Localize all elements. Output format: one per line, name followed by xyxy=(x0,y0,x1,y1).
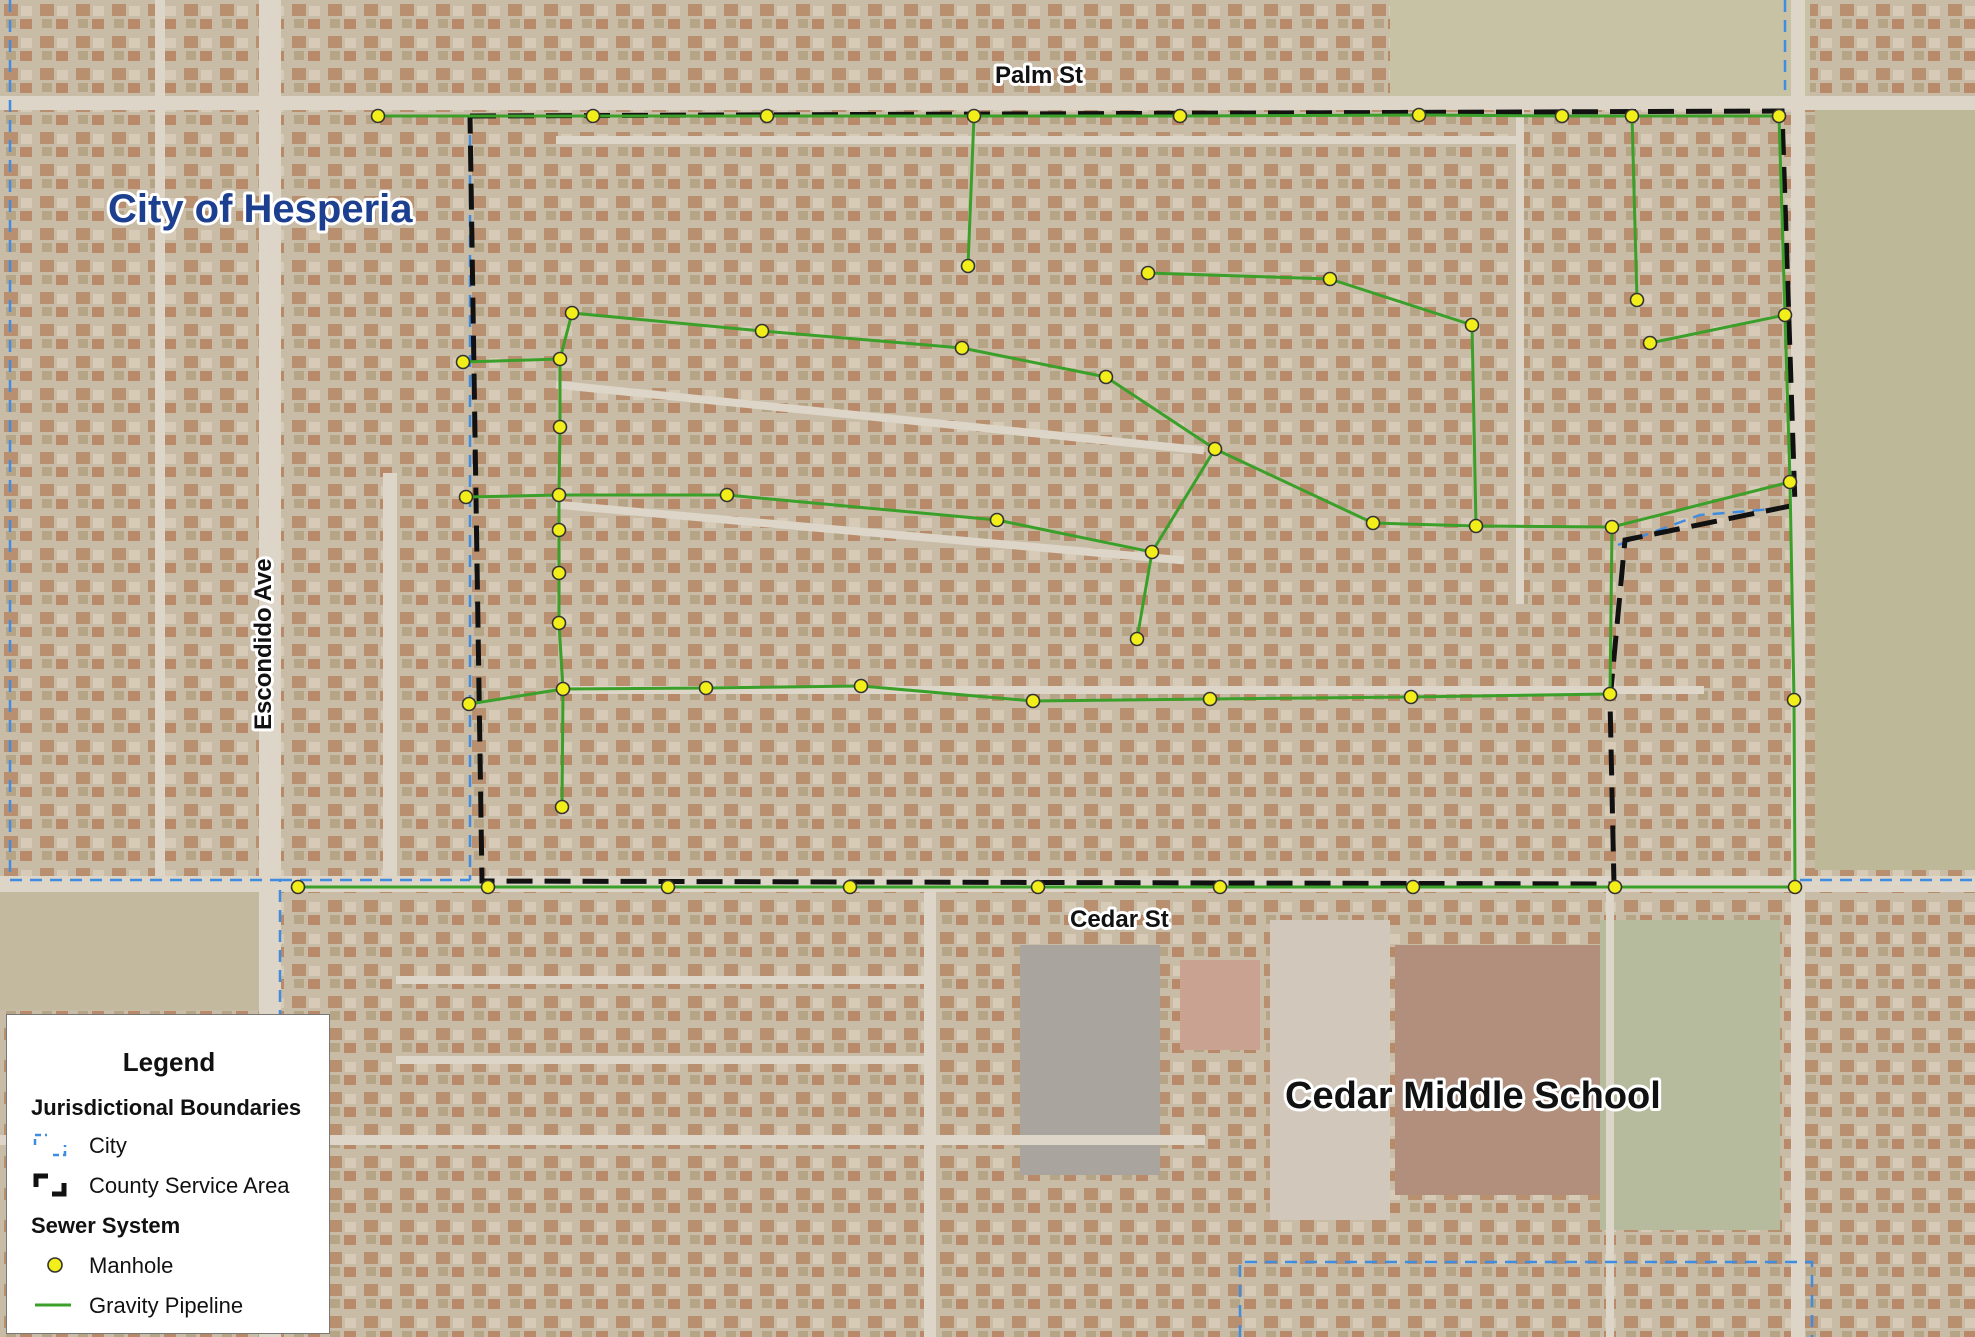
manhole-marker[interactable] xyxy=(1464,317,1480,333)
manhole-marker[interactable] xyxy=(551,487,567,503)
school-field xyxy=(1600,920,1780,1230)
manhole-marker[interactable] xyxy=(551,615,567,631)
pipeline-north-spur-2 xyxy=(1630,115,1639,301)
legend-section-boundaries: Jurisdictional Boundaries xyxy=(31,1095,302,1120)
manhole-marker[interactable] xyxy=(1403,689,1419,705)
manhole-marker[interactable] xyxy=(1129,631,1145,647)
manhole-marker[interactable] xyxy=(698,680,714,696)
manhole-marker[interactable] xyxy=(458,489,474,505)
manhole-marker[interactable] xyxy=(1786,692,1802,708)
manhole-marker[interactable] xyxy=(1629,292,1645,308)
pipeline-north-spur-1 xyxy=(966,115,976,267)
blue-dashed-corner-icon xyxy=(33,1133,67,1157)
manhole-marker[interactable] xyxy=(966,108,982,124)
manhole-marker[interactable] xyxy=(551,522,567,538)
manholes xyxy=(290,107,1803,895)
manhole-marker[interactable] xyxy=(1212,879,1228,895)
manhole-marker[interactable] xyxy=(1030,879,1046,895)
pipeline-west-spur-1 xyxy=(462,357,561,364)
desert-lot-north xyxy=(1390,0,1810,100)
school-buildings xyxy=(1395,945,1600,1195)
manhole-marker[interactable] xyxy=(1607,879,1623,895)
manhole-marker[interactable] xyxy=(480,879,496,895)
green-line-icon xyxy=(35,1303,71,1307)
manhole-marker[interactable] xyxy=(660,879,676,895)
city-label: City of Hesperia xyxy=(108,187,413,231)
manhole-marker[interactable] xyxy=(719,487,735,503)
manhole-marker[interactable] xyxy=(1144,544,1160,560)
manhole-marker[interactable] xyxy=(552,419,568,435)
manhole-marker[interactable] xyxy=(989,512,1005,528)
manhole-marker[interactable] xyxy=(960,258,976,274)
manhole-marker[interactable] xyxy=(1322,271,1338,287)
manhole-marker[interactable] xyxy=(1140,265,1156,281)
pipeline-inner-loop xyxy=(1147,271,1478,527)
escondido-ave-label: Escondido Ave xyxy=(250,558,277,730)
manhole-marker[interactable] xyxy=(1624,108,1640,124)
black-dashed-corner-icon xyxy=(33,1173,67,1197)
desert-lot-east xyxy=(1815,100,1975,870)
manhole-marker[interactable] xyxy=(754,323,770,339)
manhole-marker[interactable] xyxy=(461,696,477,712)
manhole-marker[interactable] xyxy=(1554,108,1570,124)
manhole-marker[interactable] xyxy=(564,305,580,321)
manhole-marker[interactable] xyxy=(1787,879,1803,895)
legend-title: Legend xyxy=(122,1047,216,1077)
legend-city-label: City xyxy=(89,1133,127,1158)
legend-gravity-pipeline-label: Gravity Pipeline xyxy=(89,1293,244,1318)
manhole-marker[interactable] xyxy=(551,565,567,581)
manhole-marker[interactable] xyxy=(1771,108,1787,124)
manhole-marker[interactable] xyxy=(1207,441,1223,457)
legend-county-service-area-label: County Service Area xyxy=(89,1173,290,1198)
manhole-marker[interactable] xyxy=(555,681,571,697)
manhole-marker[interactable] xyxy=(1777,307,1793,323)
pipeline-east-spur xyxy=(1649,313,1786,345)
manhole-marker[interactable] xyxy=(455,354,471,370)
school-label: Cedar Middle School xyxy=(1285,1075,1661,1117)
gravity-pipelines xyxy=(298,113,1797,889)
manhole-marker[interactable] xyxy=(1202,691,1218,707)
manhole-marker[interactable] xyxy=(1365,515,1381,531)
cedar-st-label: Cedar St xyxy=(1070,906,1169,933)
manhole-marker[interactable] xyxy=(1602,686,1618,702)
legend-manhole-label: Manhole xyxy=(89,1253,174,1278)
manhole-marker[interactable] xyxy=(954,340,970,356)
manhole-marker[interactable] xyxy=(552,351,568,367)
manhole-marker[interactable] xyxy=(1405,879,1421,895)
legend-section-sewer: Sewer System xyxy=(31,1213,181,1238)
desert-lot-west xyxy=(0,880,270,1010)
manhole-marker[interactable] xyxy=(1468,518,1484,534)
manhole-marker[interactable] xyxy=(1604,519,1620,535)
manhole-marker[interactable] xyxy=(585,108,601,124)
manhole-marker[interactable] xyxy=(1098,369,1114,385)
manhole-marker[interactable] xyxy=(853,678,869,694)
manhole-marker[interactable] xyxy=(1025,693,1041,709)
manhole-marker[interactable] xyxy=(759,108,775,124)
legend-panel: Legend Jurisdictional Boundaries City Co… xyxy=(6,1014,330,1334)
manhole-marker[interactable] xyxy=(1782,474,1798,490)
palm-st-label: Palm St xyxy=(995,62,1083,89)
manhole-marker[interactable] xyxy=(370,108,386,124)
yellow-circle-icon xyxy=(47,1257,63,1273)
manhole-marker[interactable] xyxy=(842,879,858,895)
school-grounds xyxy=(1270,920,1390,1220)
manhole-marker[interactable] xyxy=(1642,335,1658,351)
pipeline-lower xyxy=(562,526,1614,703)
manhole-marker[interactable] xyxy=(554,799,570,815)
manhole-marker[interactable] xyxy=(290,879,306,895)
manhole-marker[interactable] xyxy=(1411,107,1427,123)
manhole-marker[interactable] xyxy=(1172,108,1188,124)
school-hall xyxy=(1180,960,1260,1050)
pipeline-west-spur-2 xyxy=(468,687,564,706)
